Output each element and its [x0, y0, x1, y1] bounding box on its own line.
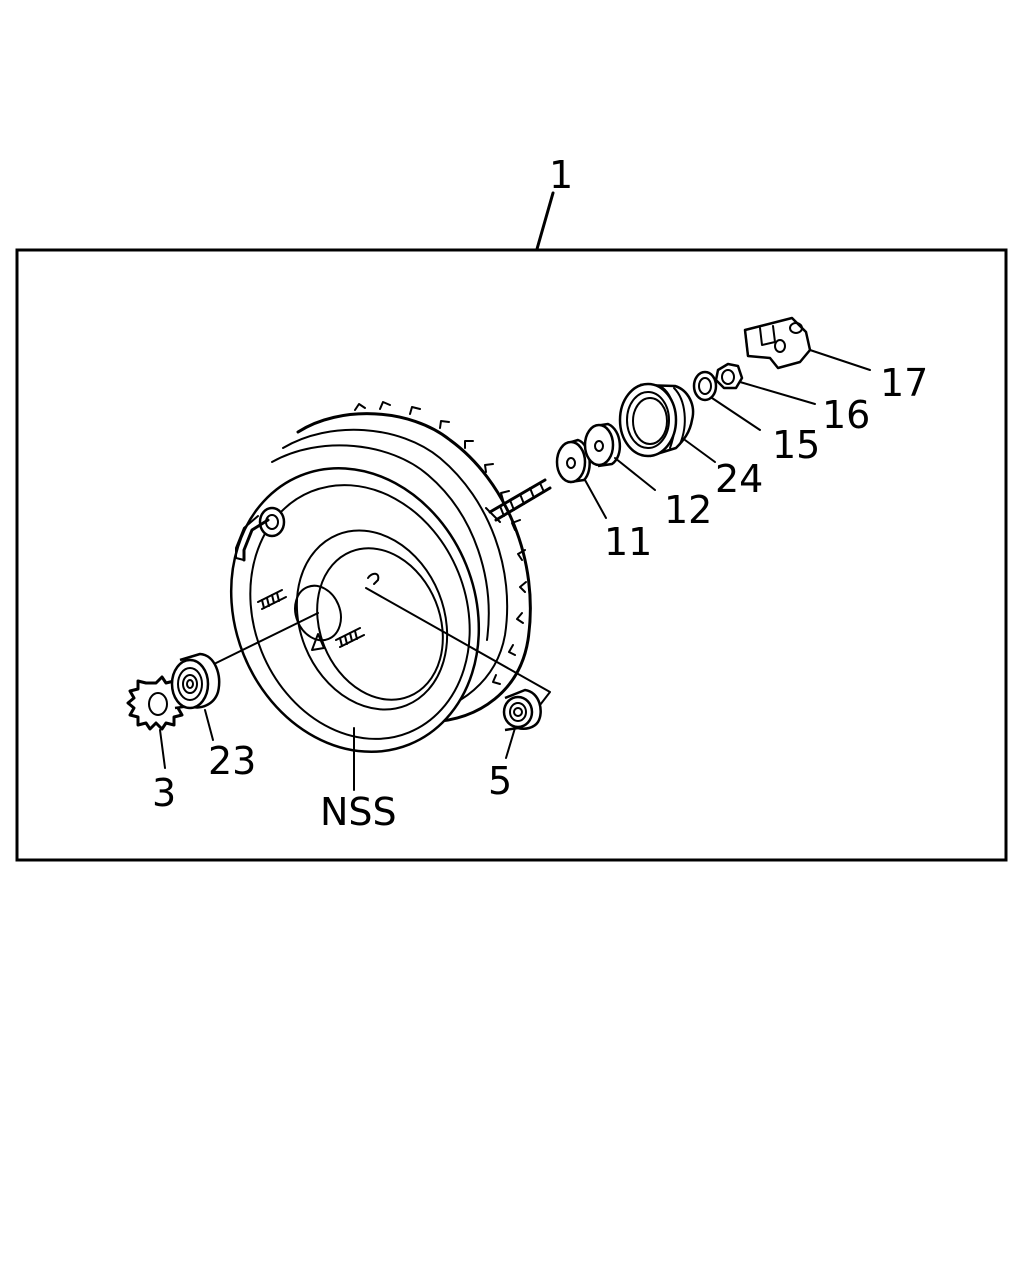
- label-11: 11: [604, 520, 652, 564]
- mounting-stud-right: [335, 627, 365, 648]
- label-3: 3: [152, 771, 176, 815]
- grommet-5: 5: [488, 688, 542, 803]
- washer-15: 15: [692, 370, 820, 467]
- nut-16: 16: [714, 362, 870, 437]
- label-5: 5: [488, 759, 512, 803]
- push-rod: [485, 478, 552, 523]
- brake-booster-body: [229, 401, 552, 754]
- label-17: 17: [880, 361, 928, 405]
- label-1: 1: [549, 153, 573, 197]
- clevis-17: 17: [743, 316, 928, 405]
- vacuum-check-fitting: [235, 506, 286, 562]
- label-15: 15: [772, 423, 820, 467]
- seal-12: 12: [583, 422, 712, 532]
- seal-11: 11: [555, 438, 652, 564]
- label-16: 16: [822, 393, 870, 437]
- label-23: 23: [208, 739, 256, 783]
- label-nss: NSS: [320, 790, 397, 834]
- label-12: 12: [664, 488, 712, 532]
- label-24: 24: [715, 457, 763, 501]
- leader-5-to-body: [365, 587, 551, 706]
- leader-23-to-hub: [211, 612, 319, 666]
- grommet-23: 23: [170, 652, 256, 783]
- mounting-stud-left: [257, 589, 287, 610]
- callout-1: 1: [535, 153, 573, 251]
- diagram-frame: [15, 248, 1008, 862]
- boot-24: 24: [618, 382, 763, 501]
